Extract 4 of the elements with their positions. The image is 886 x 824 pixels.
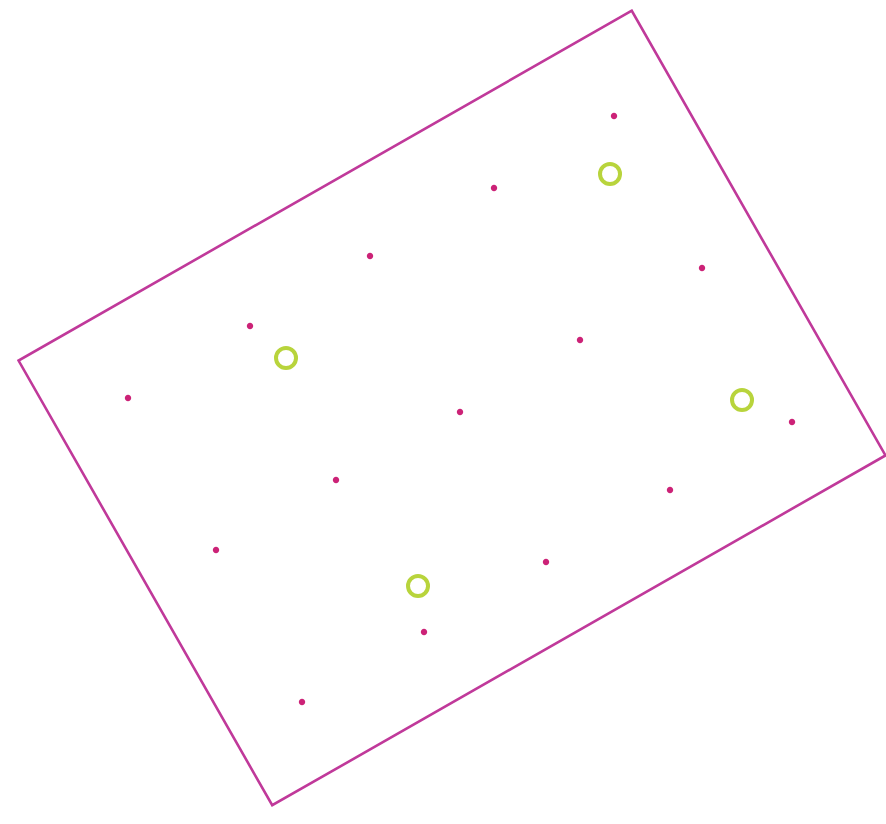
ring-marker (730, 388, 754, 412)
ring-marker (406, 574, 430, 598)
ring-marker (274, 346, 298, 370)
ring-marker (598, 162, 622, 186)
